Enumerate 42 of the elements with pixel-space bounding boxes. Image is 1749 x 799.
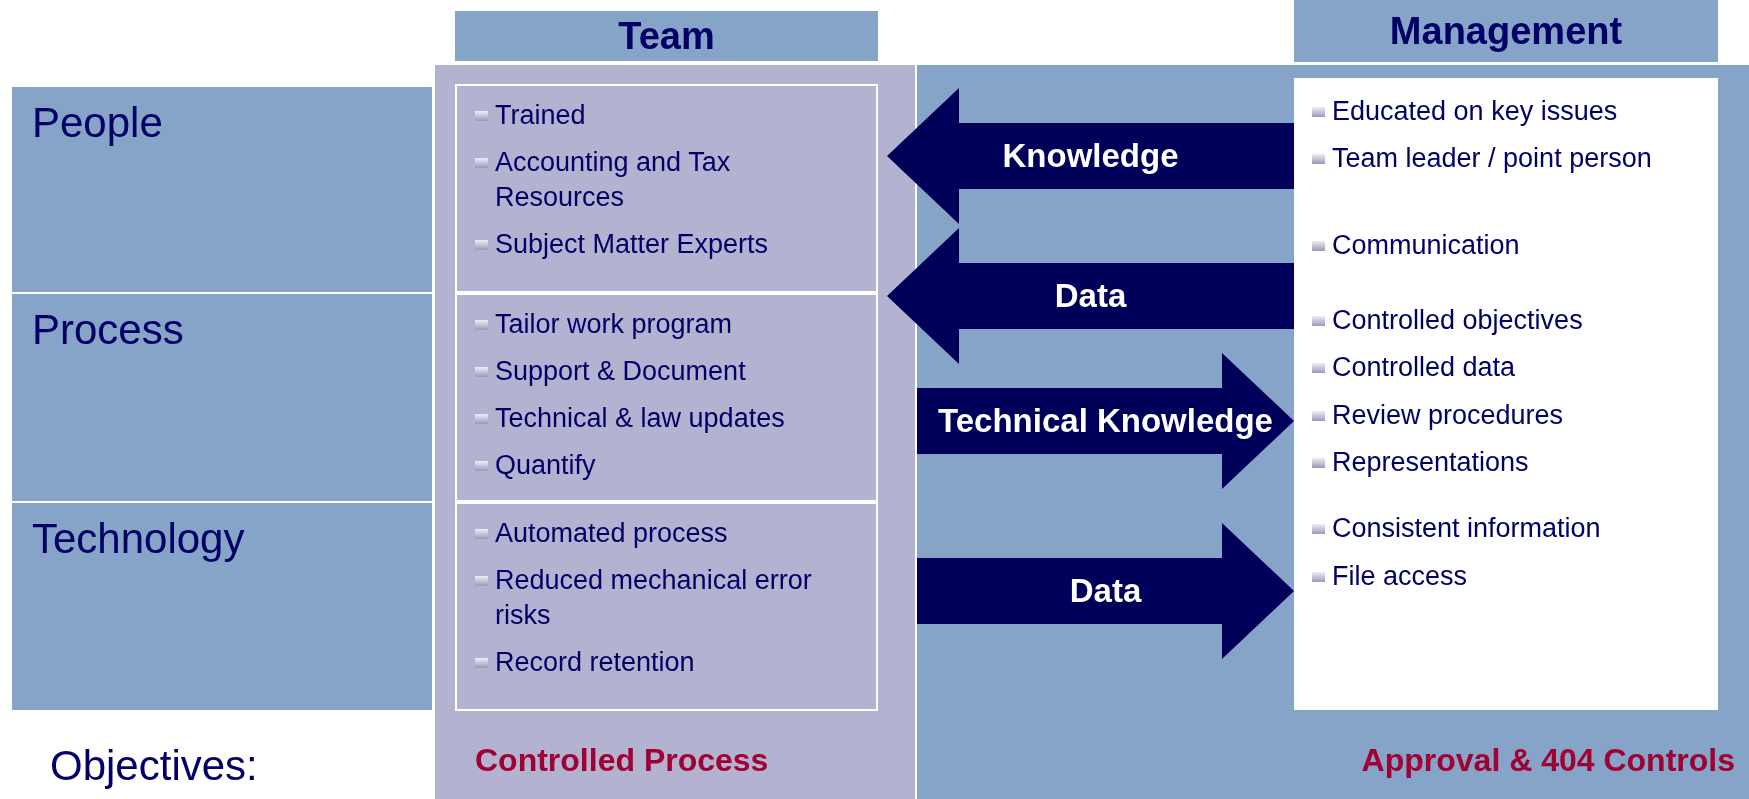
list-item-text: Representations [1332,446,1529,479]
list-item-text: Quantify [495,449,596,483]
list-item-text: Controlled objectives [1332,304,1583,337]
row-heading: Technology [32,515,245,563]
list-item-text: Technical & law updates [495,402,785,436]
list-item-text: Tailor work program [495,308,733,341]
list-box [455,502,878,711]
block-arrow [887,88,1294,224]
list-item-text: Record retention [495,646,695,680]
row-heading: Process [32,306,184,354]
list-item-text: Review procedures [1332,399,1564,432]
row-box [11,293,433,502]
objective-text: Approval & 404 Controls [1361,742,1735,779]
row-box [11,86,433,293]
list-item-text: Team leader / point person [1332,142,1652,175]
edge-label: Technical Knowledge [938,402,1273,440]
objectives-label: Objectives: [50,742,258,790]
list-item-text: Automated process [495,517,728,550]
block-arrow [917,353,1294,489]
edge-label: Knowledge [1002,137,1179,175]
list-item-text: File access [1332,560,1468,593]
list-item-text: Consistent information [1332,512,1601,545]
list-item-text: Support & Document [495,355,746,389]
edge-label: Data [1054,277,1127,315]
list-item-text: Accounting and Tax Resources [495,146,732,215]
list-item-text: Reduced mechanical error risks [495,564,813,633]
row-box [11,502,433,711]
row-heading: People [32,99,163,147]
list-box [1294,78,1718,710]
column-header: Team [455,11,878,61]
list-item-text: Subject Matter Experts [495,228,769,262]
block-arrow [917,523,1294,659]
list-item-text: Communication [1332,229,1520,262]
edge-label: Data [1069,572,1142,610]
column-header: Management [1294,0,1718,62]
list-box [455,293,878,502]
list-item-text: Controlled data [1332,351,1516,384]
list-item-text: Educated on key issues [1332,95,1618,128]
list-box [455,84,878,293]
objective-text: Controlled Process [475,742,769,779]
list-item-text: Trained [495,99,586,132]
block-arrow [887,228,1294,364]
